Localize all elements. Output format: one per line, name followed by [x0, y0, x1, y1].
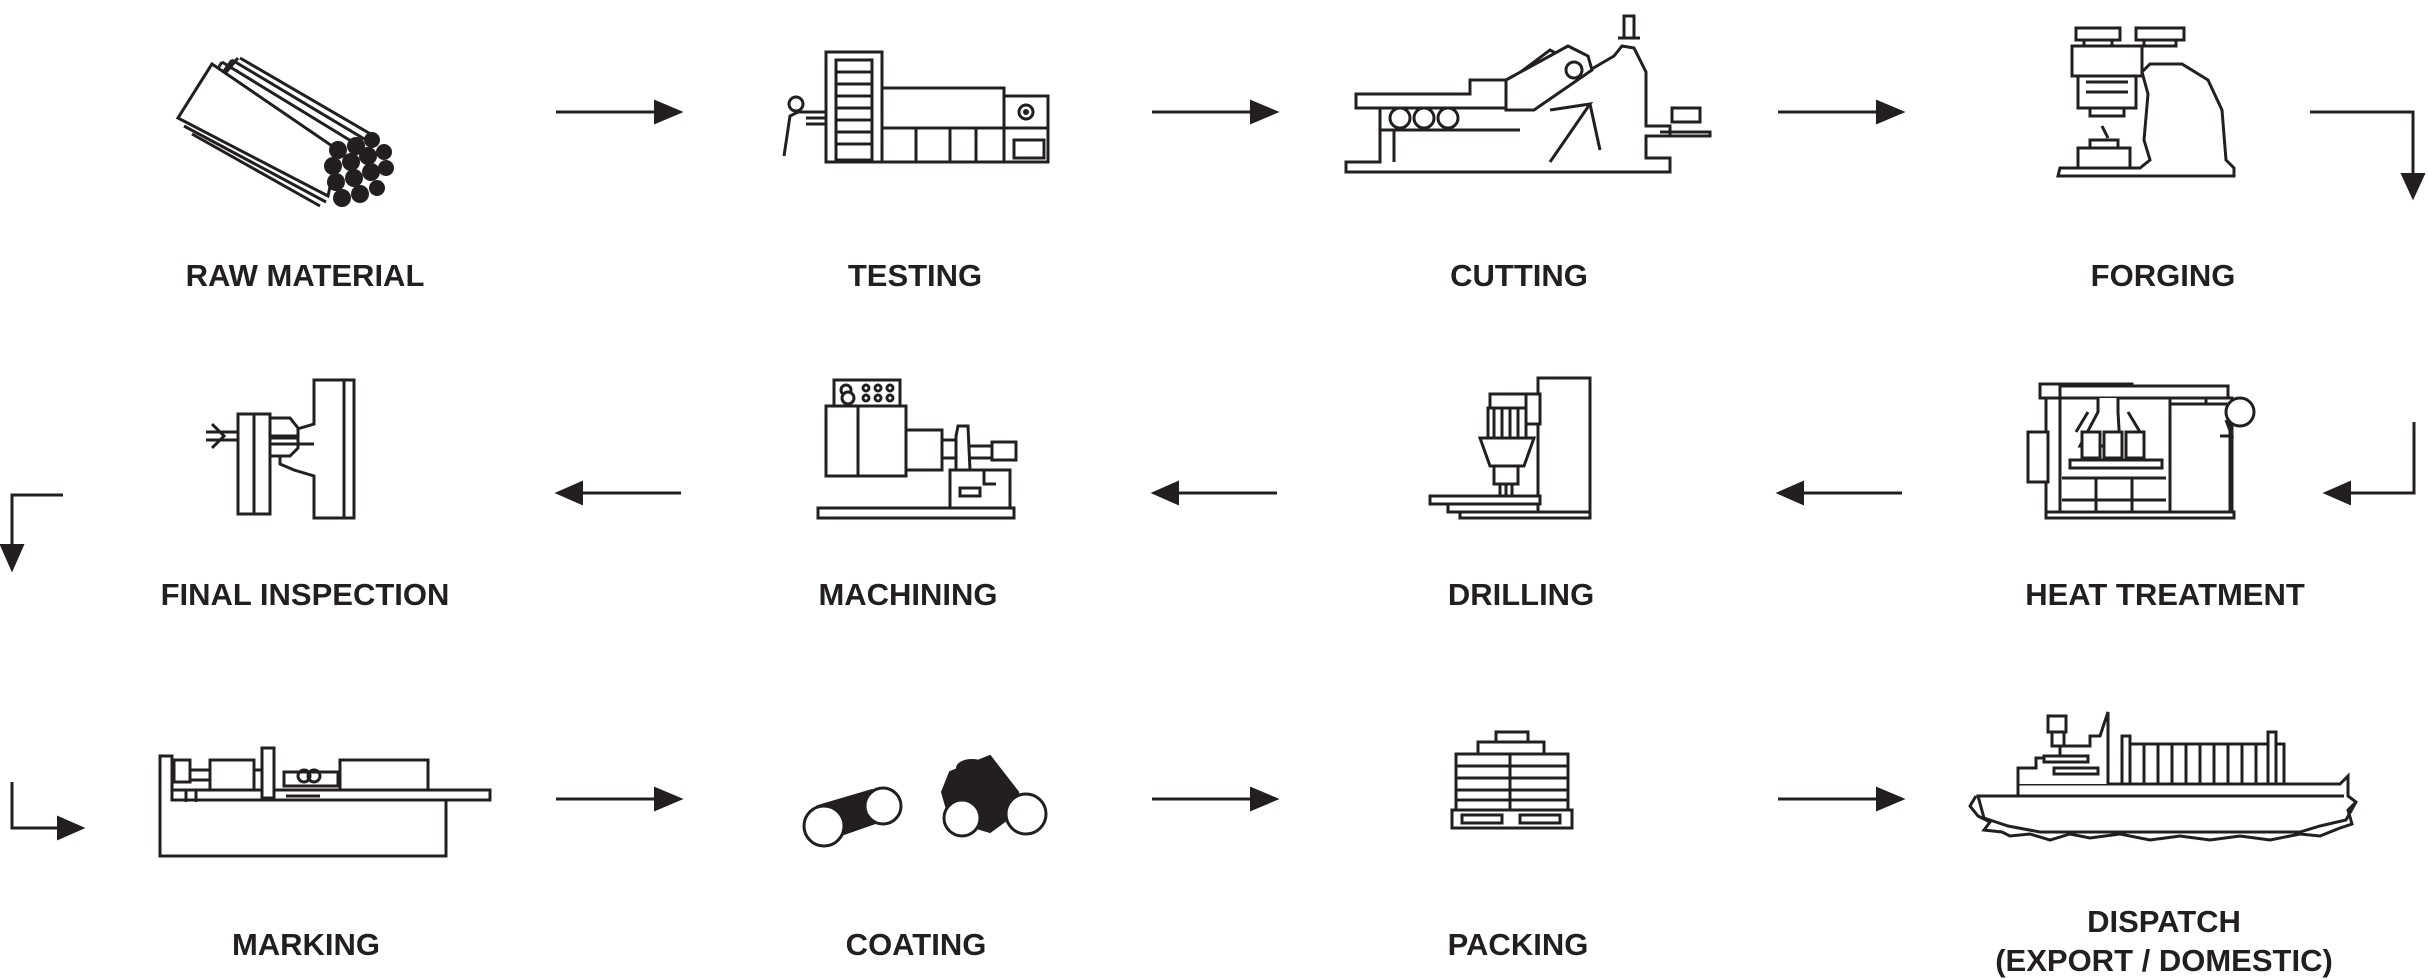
step-label-dispatch: DISPATCH: [2087, 904, 2241, 939]
cutting-machine-icon: [1344, 14, 1712, 174]
arrow-into-heat-treatment: [2322, 422, 2416, 506]
arrow-forging-to-heat: [2310, 110, 2426, 201]
arrow-inspection-down: [0, 493, 63, 573]
inspection-clamp-icon: [206, 378, 356, 520]
coated-fittings-icon: [802, 754, 1048, 848]
step-label-forging: FORGING: [2090, 258, 2236, 293]
arrow-machining-to-inspection: [554, 480, 681, 506]
step-label-final-inspection: FINAL INSPECTION: [160, 577, 450, 612]
forging-press-icon: [2056, 26, 2236, 178]
cargo-ship-icon: [1968, 711, 2358, 842]
arrow-drilling-to-machining: [1150, 480, 1277, 506]
step-label-packing: PACKING: [1447, 927, 1589, 962]
arrow-marking-to-coating: [556, 786, 684, 812]
arrow-testing-to-cutting: [1152, 99, 1280, 125]
marking-machine-icon: [158, 746, 492, 858]
lathe-machine-icon: [816, 378, 1018, 520]
pallet-boxes-icon: [1450, 730, 1574, 830]
flow-arrows: [0, 99, 2426, 841]
arrow-cutting-to-forging: [1778, 99, 1906, 125]
pipe-bundle-icon: [175, 56, 394, 208]
arrow-into-marking: [10, 782, 86, 841]
step-label-marking: MARKING: [231, 927, 381, 962]
arrow-heat-to-drilling: [1775, 480, 1902, 506]
step-label-raw-material: RAW MATERIAL: [185, 258, 425, 293]
step-label-machining: MACHINING: [818, 577, 998, 612]
arrow-coating-to-packing: [1152, 786, 1280, 812]
drilling-machine-icon: [1428, 376, 1592, 520]
step-label-heat-treatment: HEAT TREATMENT: [2025, 577, 2305, 612]
step-label-coating: COATING: [845, 927, 987, 962]
arrow-raw-to-testing: [556, 99, 684, 125]
step-label-cutting: CUTTING: [1450, 258, 1588, 293]
furnace-icon: [2026, 382, 2256, 520]
arrow-packing-to-dispatch: [1778, 786, 1906, 812]
step-label-testing: TESTING: [847, 258, 983, 293]
step-label-dispatch-subtitle: (EXPORT / DOMESTIC): [1995, 943, 2333, 978]
testing-machine-icon: [782, 50, 1050, 164]
step-label-drilling: DRILLING: [1447, 577, 1595, 612]
